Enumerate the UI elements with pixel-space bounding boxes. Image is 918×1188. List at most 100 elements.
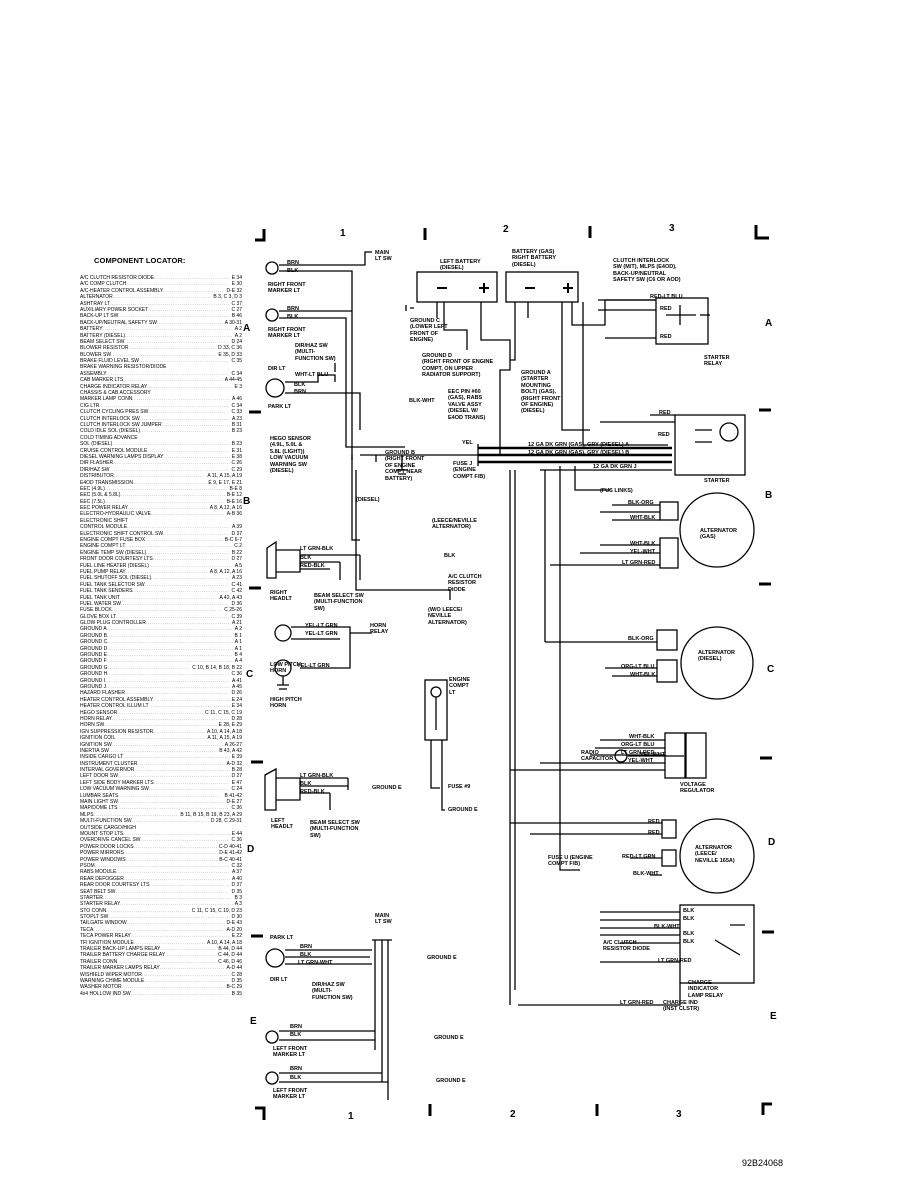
label-wht-blk-1: WHT-BLK xyxy=(630,515,656,521)
locator-entry: FUEL SHUTOFF SOL (DIESEL)A 23 xyxy=(80,575,242,581)
label-yel-lt-grn-2: YEL-LT GRN xyxy=(305,631,338,637)
locator-entry-ref: B-C 40-41 xyxy=(219,856,242,863)
label-wire-12ga-b: 12 GA DK GRN (GAS), GRY (DIESEL) B xyxy=(528,450,630,456)
locator-entry-name: FUSE BLOCK xyxy=(80,607,112,614)
locator-entry: HEATER CONTROL ILLUM LTE 34 xyxy=(80,703,242,709)
locator-entry-name: BRAKE FLUID LEVEL SW xyxy=(80,358,139,365)
locator-entry-name: MAP/DOME LTS xyxy=(80,805,118,812)
locator-entry-ref: C 26 xyxy=(231,460,242,467)
locator-entry-ref: A 30-31 xyxy=(224,319,242,326)
locator-entry-name: CHARGE INDICATOR RELAY xyxy=(80,383,148,390)
label-ground-a: GROUND A (STARTER MOUNTING BOLT) (GAS), … xyxy=(521,370,561,415)
locator-entry-name: HAZARD FLASHER xyxy=(80,690,126,697)
label-lt-grn-wht: LT GRN-WHT xyxy=(298,960,333,966)
locator-entry-ref: D-E 27 xyxy=(226,799,242,806)
label-lt-grn-blk-2: LT GRN-BLK xyxy=(300,773,334,779)
label-lt-grn-red-4: LT GRN-RED xyxy=(620,1000,654,1006)
locator-entry-name: GROUND D xyxy=(80,645,108,652)
locator-entry-name: POWER WINDOWS xyxy=(80,856,126,863)
locator-entry-ref: A 42, A 43 xyxy=(219,594,242,601)
locator-entry: GROUND GC 10, B 14, B 18, B 22 xyxy=(80,665,242,671)
locator-entry-name: CIG LTR xyxy=(80,402,100,409)
label-left-front-marker-1: LEFT FRONT MARKER LT xyxy=(273,1046,308,1059)
locator-entry-ref: A 21 xyxy=(231,620,242,627)
locator-entry-ref: B 1 xyxy=(234,632,242,639)
label-blk-wht-3: BLK-WHT xyxy=(654,924,680,930)
grid-row-d-left: D xyxy=(247,844,255,855)
locator-entry-name: TECA xyxy=(80,926,94,933)
locator-entry-name: COLD TIMING ADVANCE xyxy=(80,434,138,441)
label-blk-6: BLK xyxy=(300,781,312,787)
locator-entry: BATTERYA 2 xyxy=(80,326,242,332)
label-yel: YEL xyxy=(462,440,473,446)
locator-entry: MAIN LIGHT SWD-E 27 xyxy=(80,799,242,805)
locator-entry: HEGO SENSORC 11, C 15, C 19 xyxy=(80,710,242,716)
component-locator: COMPONENT LOCATOR: A/C CLUTCH RESISTOR D… xyxy=(80,256,242,997)
label-wht-blk-2: WHT-BLK xyxy=(630,541,656,547)
locator-entry: MULTI-FUNCTION SWD 28, C 29-31 xyxy=(80,818,242,824)
locator-entry-ref: B-C 29 xyxy=(226,984,242,991)
locator-entry: DIR FLASHERC 26 xyxy=(80,460,242,466)
label-ac-clutch-resistor-1: A/C CLUTCH RESISTOR DIODE xyxy=(448,574,482,593)
label-dir-haz-sw-2: DIR/HAZ SW (MULTI- FUNCTION SW) xyxy=(312,982,353,1001)
locator-entry-ref: D 37 xyxy=(231,530,242,537)
label-org-lt-blu-2: ORG-LT BLU xyxy=(621,742,655,748)
grid-row-a-right: A xyxy=(765,318,773,329)
locator-entry: FUEL WATER SWD 36 xyxy=(80,601,242,607)
locator-entry-name: ENGINE COMPT LT xyxy=(80,543,126,550)
locator-entry: A/C COMP CLUTCHE 30 xyxy=(80,281,242,287)
label-alternator-diesel: ALTERNATOR (DIESEL) xyxy=(698,650,735,663)
locator-entry: HEATER CONTROL ASSEMBLYE 24 xyxy=(80,697,242,703)
locator-entry-ref: B-E 16 xyxy=(226,498,242,505)
locator-entry-ref: B 22 xyxy=(231,549,242,556)
locator-entry-name: FUEL WATER SW xyxy=(80,600,121,607)
locator-entry-name: TFI IGNITION MODULE xyxy=(80,939,134,946)
locator-entry: GROUND EB 4 xyxy=(80,652,242,658)
locator-entry-ref: C 46, D 46 xyxy=(218,958,242,965)
locator-entry: E4OD TRANSMISSIONE 9, E 17, E 21 xyxy=(80,480,242,486)
locator-entry-ref: C 11, C 15, C 19, D 23 xyxy=(191,907,242,914)
locator-entry-ref: A-D 44 xyxy=(226,965,242,972)
label-ground-e-1: GROUND E xyxy=(448,807,478,813)
locator-entry: TRAILER BACK-UP LAMPS RELAYB 44, D 44 xyxy=(80,946,242,952)
locator-entry-name: TRAILER BACK-UP LAMPS RELAY xyxy=(80,946,161,953)
locator-entry-ref: A 45 xyxy=(231,684,242,690)
label-alternator-leece: ALTERNATOR (LEECE/ NEVILLE 165A) xyxy=(695,845,735,864)
locator-entry-ref: D 35 xyxy=(231,888,242,895)
locator-entry: BEAM SELECT SWD 24 xyxy=(80,339,242,345)
locator-entry-name: CAB MARKER LTS xyxy=(80,377,124,384)
locator-entry: STARTERB 3 xyxy=(80,895,242,901)
locator-entry-ref: C 25-26 xyxy=(224,607,242,614)
grid-row-b-left: B xyxy=(243,496,251,507)
locator-entry-name: GROUND I xyxy=(80,677,105,684)
locator-entry-ref: D 33, C 36 xyxy=(218,345,242,352)
label-horn-relay: HORN RELAY xyxy=(370,623,389,636)
locator-entry-ref: A-D 20 xyxy=(226,926,242,933)
locator-entry-name: BACK-UP LT SW xyxy=(80,313,119,320)
locator-entry: TRAILER MARKER LAMPS RELAYA-D 44 xyxy=(80,965,242,971)
locator-entry-name: TECA POWER RELAY xyxy=(80,933,131,940)
locator-entry-name: POWER MIRRORS xyxy=(80,850,124,857)
locator-entry-ref: B-C 6-7 xyxy=(224,537,242,544)
locator-entry-name: MLPS xyxy=(80,811,94,818)
locator-entry: OUTSIDE CARGO/HIGH xyxy=(80,825,242,831)
figure-code: 92B24068 xyxy=(742,1158,784,1168)
locator-entry-ref: C 32 xyxy=(231,862,242,869)
locator-entry: DIR/HAZ SWC 29 xyxy=(80,467,242,473)
locator-entry-name: ENGINE TEMP SW (DIESEL) xyxy=(80,549,147,556)
locator-entry-ref: B 23 xyxy=(231,428,242,435)
locator-entry-ref: A 2 xyxy=(234,626,242,633)
grid-row-a-left: A xyxy=(243,323,251,334)
locator-entry: LUMBAR SEATSB 41-42 xyxy=(80,793,242,799)
locator-entry-ref: B-E 8 xyxy=(229,485,242,492)
locator-entry-ref: B 3, C 3, D 3 xyxy=(213,294,242,301)
locator-entry: CLUTCH INTERLOCK SW JUMPERB 31 xyxy=(80,422,242,428)
locator-entry: BATTERY (DIESEL)A 2 xyxy=(80,333,242,339)
locator-entry: MLPSB 11, B 15, B 19, B 23, A 29 xyxy=(80,812,242,818)
label-starter-relay: STARTER RELAY xyxy=(704,355,730,368)
locator-entry: A/C-HEATER CONTROL ASSEMBLYD-E 32 xyxy=(80,288,242,294)
locator-entry-ref: E 31 xyxy=(231,447,242,454)
locator-entry-ref: B 43, A 42 xyxy=(219,747,242,754)
